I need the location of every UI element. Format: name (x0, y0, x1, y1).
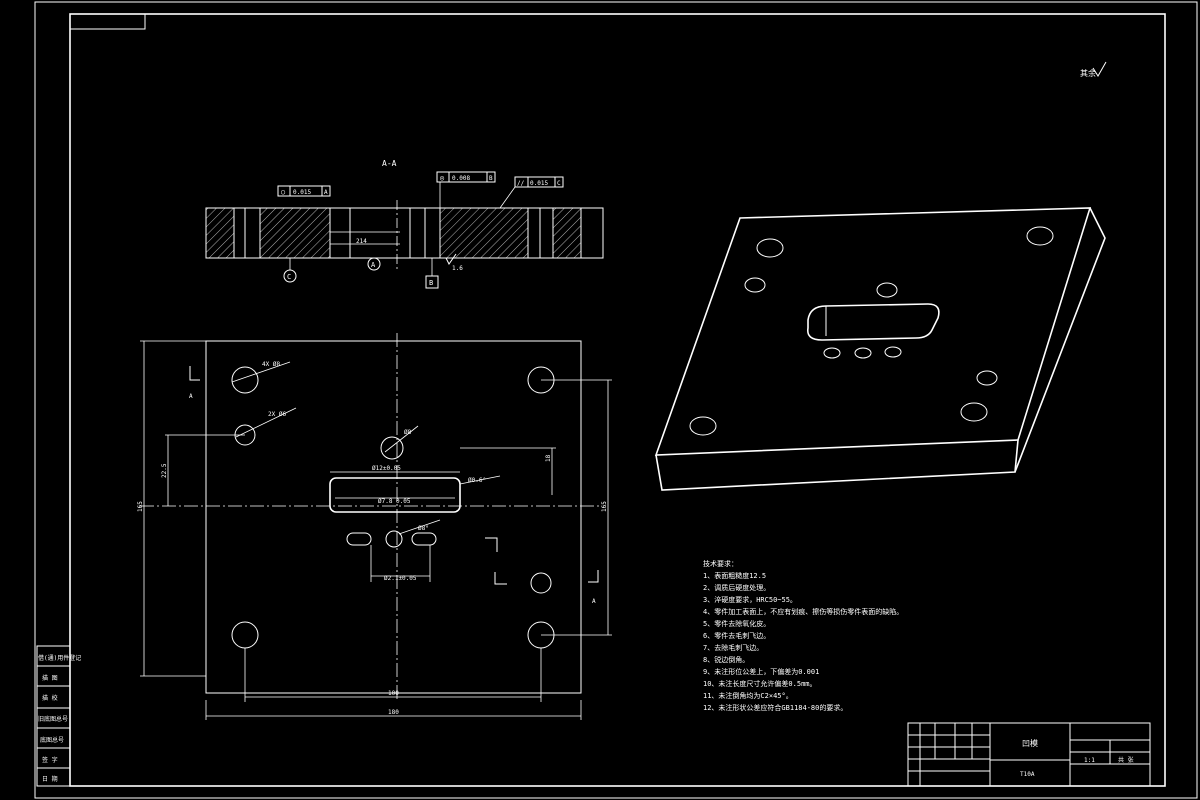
isometric-view (654, 207, 1106, 491)
tolerance-frame-3: // 0.015 C (499, 176, 564, 209)
svg-text:B: B (489, 175, 493, 182)
guide-hole-tl (231, 366, 259, 394)
tech-note-12: 12、未注形状公差应符合GB1184-80的要求。 (703, 703, 847, 712)
main-slot (329, 477, 461, 513)
center-hole (380, 436, 404, 460)
sheet-info: 共 张 (1118, 756, 1134, 764)
plan-view: 4X Ø8 2X Ø6 Ø8 Ø12±0.05 Ø7.8 0.05 Ø0.6° … (137, 333, 612, 720)
tech-note-2: 2、调质后硬度处理。 (703, 583, 770, 592)
label-4x-holes: 4X Ø8 (262, 361, 280, 368)
margin-label-5: 签 字 (42, 756, 58, 764)
tech-note-8: 8、锐边倒角。 (703, 655, 749, 664)
section-view: A-A 214 ○ 0.015 A ◎ 0.008 (205, 159, 604, 289)
tech-note-7: 7、去除毛刺飞边。 (703, 643, 763, 652)
tolerance-frame-2: ◎ 0.008 B (436, 171, 496, 208)
svg-text:0.015: 0.015 (530, 180, 548, 187)
svg-text:◎: ◎ (440, 174, 445, 182)
margin-label-6: 日 期 (42, 775, 58, 783)
svg-text:0.015: 0.015 (293, 189, 311, 196)
roughness-other-mark: 其余 (1080, 61, 1107, 78)
label-center-hole: Ø8 (404, 429, 412, 436)
small-angle-dim: Ø8° (418, 525, 429, 532)
title-block: 凹模 T10A 1:1 共 张 (907, 722, 1151, 787)
roughness-value: 1.6 (452, 265, 463, 272)
svg-text:C: C (557, 180, 561, 187)
section-mark-top: A (189, 393, 193, 400)
slot-length-dim: Ø7.8 0.05 (378, 498, 411, 505)
dim-left-inner: 22.5 (161, 463, 168, 478)
roughness-other-label: 其余 (1080, 68, 1096, 78)
part-name: 凹模 (1022, 738, 1038, 748)
guide-hole-bl (231, 621, 259, 649)
top-left-tab (69, 13, 146, 30)
dim-left-outer: 165 (137, 501, 144, 512)
tech-note-5: 5、零件去除氧化皮。 (703, 619, 770, 628)
svg-text://: // (517, 180, 525, 187)
svg-text:○: ○ (281, 188, 285, 196)
tech-note-10: 10、未注长度尺寸允许偏差0.5mm。 (703, 679, 817, 688)
pin-hole-right (530, 572, 552, 594)
tech-notes: 技术要求： 1、表面粗糙度12.5 2、调质后硬度处理。 3、淬硬度要求，HRC… (703, 559, 903, 712)
datum-a-marker: A (367, 257, 381, 271)
scale-value: 1:1 (1084, 757, 1095, 764)
tech-note-1: 1、表面粗糙度12.5 (703, 571, 766, 580)
drawing-number: T10A (1020, 771, 1035, 778)
outer-border (34, 1, 1198, 799)
slot-angle-dim: Ø0.6° (468, 477, 486, 484)
dim-right-outer: 165 (601, 501, 608, 512)
small-slot-right (411, 532, 437, 546)
tolerance-frame-1: ○ 0.015 A (277, 185, 331, 197)
tech-note-11: 11、未注倒角均为C2×45°。 (703, 691, 793, 700)
section-title: A-A (382, 159, 397, 168)
small-hole-mid (385, 530, 403, 548)
dim-right-inner: 18 (545, 454, 552, 462)
svg-text:214: 214 (356, 238, 367, 245)
margin-label-3: 旧底图总号 (38, 715, 68, 723)
svg-text:0.008: 0.008 (452, 175, 470, 182)
dim-bottom-inner: 100 (388, 690, 399, 697)
margin-label-0: 借(通)用件登记 (38, 654, 81, 662)
left-margin-table: 借(通)用件登记 描 图 描 校 旧底图总号 底图总号 签 字 日 期 (36, 645, 81, 787)
small-slots-dim: Ø2.1±0.05 (384, 575, 417, 582)
svg-text:A: A (371, 261, 376, 269)
label-2x-holes: 2X Ø6 (268, 411, 286, 418)
datum-c-marker: C (283, 258, 297, 283)
dim-bottom-outer: 180 (388, 709, 399, 716)
inner-frame (69, 13, 1166, 787)
margin-label-4: 底图总号 (40, 736, 64, 744)
margin-label-2: 描 校 (42, 694, 58, 702)
tech-note-6: 6、零件去毛刺飞边。 (703, 631, 770, 640)
svg-text:C: C (287, 273, 291, 281)
plate-outline (205, 340, 582, 694)
tech-note-4: 4、零件加工表面上，不应有划痕、擦伤等损伤零件表面的缺陷。 (703, 607, 903, 616)
svg-text:A: A (324, 189, 328, 196)
slot-width-dim: Ø12±0.05 (372, 465, 401, 472)
section-mark-bottom: A (592, 598, 596, 605)
tech-notes-title: 技术要求： (703, 559, 738, 568)
svg-text:B: B (429, 279, 433, 287)
datum-b-marker: B (425, 258, 439, 289)
small-slot-left (346, 532, 372, 546)
tech-note-3: 3、淬硬度要求，HRC50~55。 (703, 595, 797, 604)
margin-label-1: 描 图 (42, 674, 58, 682)
tech-note-9: 9、未注形位公差上，下偏差为0.001 (703, 667, 819, 676)
